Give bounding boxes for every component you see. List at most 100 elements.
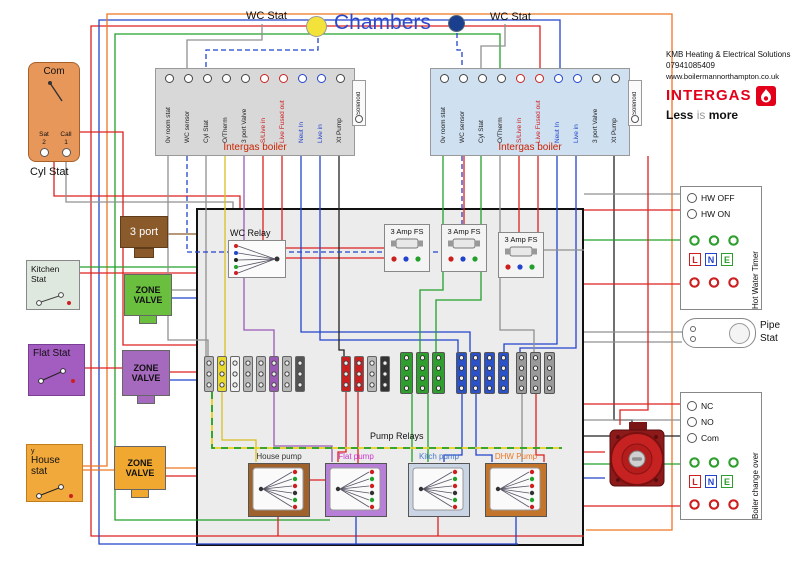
terminal-label: Xt Pump	[336, 118, 343, 143]
zone-valve-green-tab	[139, 315, 157, 324]
terminal-label: 3 port Valve	[241, 108, 248, 143]
hot-water-timer-title: Hot Water Timer	[751, 251, 760, 309]
zone-valve-purple: ZONE VALVE	[122, 350, 170, 396]
fuse-graphic	[391, 238, 423, 262]
wc-relay-label: WC Relay	[230, 228, 271, 238]
terminal-strip-blue	[456, 352, 509, 394]
wc-relay-graphic	[234, 244, 280, 275]
three-port-tab	[134, 248, 154, 258]
house-stat-prefix: y	[31, 448, 35, 455]
lne-row: L N E	[689, 253, 733, 266]
terminal-block	[400, 352, 413, 394]
terminal-0v-room-stat: 0v room stat	[437, 74, 451, 152]
green-terminal-dots	[689, 235, 739, 246]
terminal-block	[243, 356, 253, 392]
pump-relays-label: Pump Relays	[370, 431, 424, 441]
boiler-name: Intergas boiler	[498, 142, 562, 153]
phone-number: 07941085409	[666, 60, 715, 70]
circulating-pump-image	[609, 422, 665, 487]
flat-pump-relay	[325, 463, 387, 517]
terminal-label: Live in	[573, 124, 580, 143]
dhw-pump-label: DHW Pump	[494, 452, 538, 461]
kitchen-pump-relay	[408, 463, 470, 517]
terminal-live-in: Live in	[570, 74, 584, 152]
terminal-label: Live Fused out	[535, 100, 542, 143]
dhw-pump-relay	[485, 463, 547, 517]
terminal-strip-green	[400, 352, 445, 394]
terminal-label: WC sensor	[184, 110, 191, 143]
house-pump-label: House pump	[256, 452, 302, 461]
fuse-box-3: 3 Amp FS	[498, 232, 544, 278]
terminal-block	[282, 356, 292, 392]
lne-row: L N E	[689, 475, 733, 488]
terminal-label: O/Therm	[497, 117, 504, 143]
kitchen-pump-label: Kitch pump	[418, 452, 460, 461]
terminal-label: 0v room stat	[440, 107, 447, 143]
terminal-3-port-valve: 3 port Valve	[589, 74, 603, 152]
green-terminal-dots	[689, 457, 739, 468]
solenoid-label: Solenoid	[356, 91, 362, 115]
terminal-e: E	[721, 475, 733, 488]
terminal-l: L	[689, 253, 701, 266]
pipe-stat-bulb	[729, 323, 750, 344]
terminal-block	[432, 352, 445, 394]
terminal-neut-in: Neut In	[295, 74, 309, 152]
page-title: Chambers	[334, 11, 431, 34]
terminal-block	[230, 356, 240, 392]
terminal-block	[341, 356, 351, 392]
terminal-block	[470, 352, 481, 394]
hw-on-label: HW ON	[701, 209, 731, 219]
boiler-changeover-title: Boiler change over	[751, 452, 760, 519]
hw-on-row: HW ON	[687, 209, 730, 219]
house-stat-label: House stat	[31, 455, 60, 477]
no-row: NO	[687, 417, 714, 427]
house-stat-box: y House stat	[26, 444, 83, 502]
fuse-label: 3 Amp FS	[390, 227, 424, 236]
terminal-s-live-in: S/Live in	[257, 74, 271, 152]
fuse-label: 3 Amp FS	[447, 227, 481, 236]
flat-stat-label: Flat Stat	[33, 348, 71, 359]
relay-graphic	[252, 467, 304, 511]
terminal-block	[256, 356, 266, 392]
terminal-label: Cyl Stat	[203, 120, 210, 143]
terminal-0v-room-stat: 0v room stat	[162, 74, 176, 152]
terminal-label: S/Live in	[260, 118, 267, 143]
terminal-block	[498, 352, 509, 394]
fuse-graphic	[448, 238, 480, 262]
relay-graphic	[329, 467, 381, 511]
terminal-block	[530, 352, 541, 394]
terminal-label: 3 port Valve	[592, 108, 599, 143]
terminal-label: Xt Pump	[611, 118, 618, 143]
hot-water-timer-panel: HW OFF HW ON L N E Hot Water Timer	[680, 186, 762, 310]
terminal-label: 0v room stat	[165, 107, 172, 143]
com-terminal-sat: Sat 2	[35, 131, 53, 157]
terminal-strip-b	[341, 356, 390, 392]
terminal-otherm: O/Therm	[494, 74, 508, 152]
house-stat-switch	[36, 484, 73, 499]
no-label: NO	[701, 417, 714, 427]
com-box: Com Sat 2 Call 1	[28, 62, 80, 162]
terminal-live-fused-out: Live Fused out	[276, 74, 290, 152]
terminal-label: WC sensor	[459, 110, 466, 143]
website-link[interactable]: www.boilermannorthampton.co.uk	[666, 71, 779, 81]
terminal-cyl-stat: Cyl Stat	[475, 74, 489, 152]
wc-stat-left-label: WC Stat	[246, 10, 287, 22]
solenoid-tab-right: Solenoid	[628, 80, 642, 126]
solenoid-label: Solenoid	[632, 91, 638, 115]
nc-row: NC	[687, 401, 713, 411]
boiler-changeover-panel: NC NO Com L N E Boiler change over	[680, 392, 762, 520]
fuse-box-2: 3 Amp FS	[441, 224, 487, 272]
terminal-live-fused-out: Live Fused out	[532, 74, 546, 152]
flame-icon	[755, 85, 776, 106]
zone-valve-orange-tab	[131, 489, 149, 498]
com-terminal-call: Call 1	[57, 131, 75, 157]
zone-valve-purple-tab	[137, 395, 155, 404]
terminal-strip-a	[204, 356, 305, 392]
terminal-block	[269, 356, 279, 392]
terminal-block	[516, 352, 527, 394]
boiler-name: Intergas boiler	[223, 142, 287, 153]
com-row: Com	[687, 433, 719, 443]
terminal-xt-pump: Xt Pump	[333, 74, 347, 152]
com-switch-graphic	[48, 81, 63, 102]
